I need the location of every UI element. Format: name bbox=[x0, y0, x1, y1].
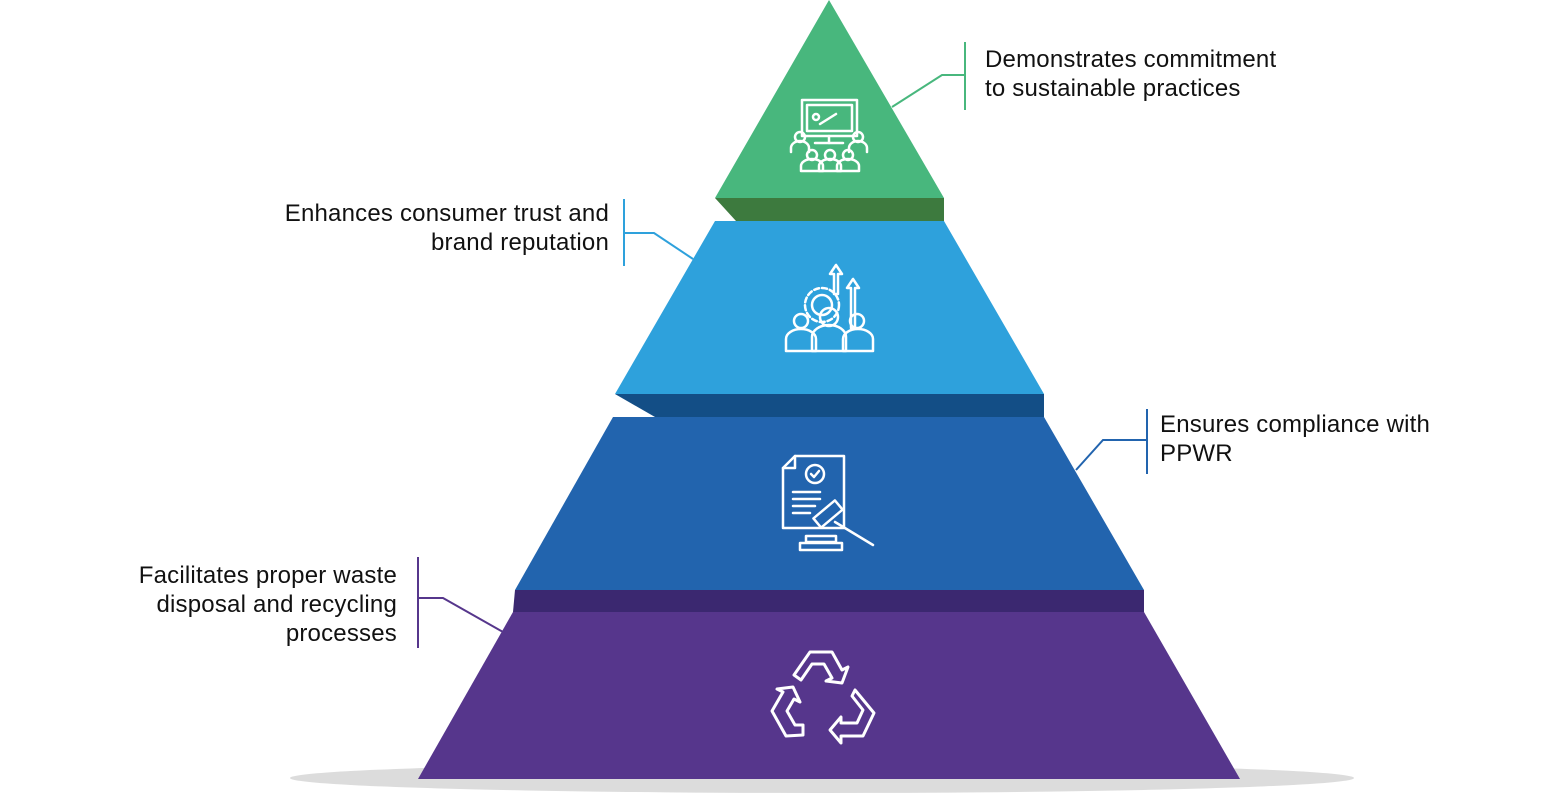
connector-level-2 bbox=[623, 199, 694, 266]
label-level-2: Enhances consumer trust and brand reputa… bbox=[285, 199, 609, 257]
label-level-4: Facilitates proper waste disposal and re… bbox=[139, 561, 397, 648]
label-line: Enhances consumer trust and bbox=[284, 200, 609, 227]
pyramid-band-2 bbox=[615, 394, 1044, 417]
label-line: PPWR bbox=[1160, 440, 1233, 467]
label-line: to sustainable practices bbox=[985, 75, 1241, 102]
pyramid-band-1 bbox=[715, 198, 944, 221]
team-growth-gear-icon bbox=[784, 263, 875, 353]
label-level-3: Ensures compliance with PPWR bbox=[1160, 410, 1430, 468]
connector-level-4 bbox=[417, 557, 504, 648]
label-line: disposal and recycling bbox=[156, 591, 397, 618]
legal-document-gavel-icon bbox=[781, 454, 875, 552]
label-line: Ensures compliance with bbox=[1160, 411, 1431, 438]
pyramid-level-4 bbox=[418, 612, 1240, 779]
label-line: brand reputation bbox=[431, 229, 609, 256]
presentation-audience-icon bbox=[789, 98, 869, 173]
label-line: Facilitates proper waste bbox=[138, 562, 397, 589]
connector-level-1 bbox=[891, 42, 966, 110]
recycle-icon bbox=[770, 650, 876, 745]
label-line: processes bbox=[285, 620, 397, 647]
label-level-1: Demonstrates commitment to sustainable p… bbox=[985, 45, 1276, 103]
connector-level-3 bbox=[1075, 409, 1148, 474]
pyramid-band-3 bbox=[513, 590, 1144, 612]
label-line: Demonstrates commitment bbox=[985, 46, 1277, 73]
